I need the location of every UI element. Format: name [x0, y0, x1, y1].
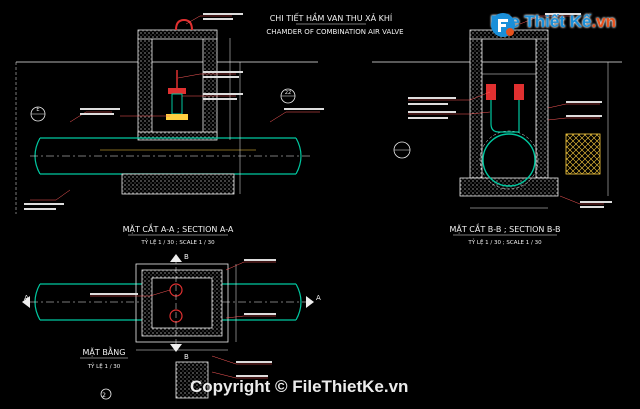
logo-tld: .vn: [591, 12, 616, 31]
section-aa-scale: TỶ LỆ 1 / 30 ; SCALE 1 / 30: [140, 238, 215, 246]
plan-marker-b-bottom: B: [184, 353, 189, 361]
section-aa-drawing: E 22: [15, 13, 324, 214]
marker-e: E: [36, 107, 39, 113]
section-bb-title: MẶT CẮT B-B ; SECTION B-B: [449, 222, 560, 235]
marker-22: 22: [285, 90, 291, 96]
section-aa-title: MẶT CẮT A-A ; SECTION A-A: [123, 222, 234, 235]
logo-brand: File Thiết Kế: [490, 12, 592, 31]
section-bb-drawing: [372, 13, 622, 209]
plan-marker-a-right: A: [316, 294, 321, 302]
title-vn: CHI TIẾT HẦM VAN THU XẢ KHÍ: [270, 11, 393, 23]
copyright-watermark: Copyright © FileThietKe.vn: [190, 377, 409, 396]
marker-2: 2: [102, 392, 106, 399]
plan-scale: TỶ LỆ 1 / 30: [87, 362, 121, 370]
title-en: CHAMDER OF COMBINATION AIR VALVE: [266, 28, 403, 36]
logo-text: File Thiết Kế.vn: [490, 12, 616, 32]
plan-marker-b-top: B: [184, 253, 189, 261]
filethietke-logo: File Thiết Kế.vn: [490, 12, 616, 37]
logo-icon: [491, 13, 516, 37]
plan-title: MẶT BẰNG: [83, 345, 126, 358]
plan-drawing: [22, 254, 314, 400]
section-bb-scale: TỶ LỆ 1 / 30 ; SCALE 1 / 30: [467, 238, 542, 246]
plan-marker-a-left: A: [24, 294, 29, 302]
